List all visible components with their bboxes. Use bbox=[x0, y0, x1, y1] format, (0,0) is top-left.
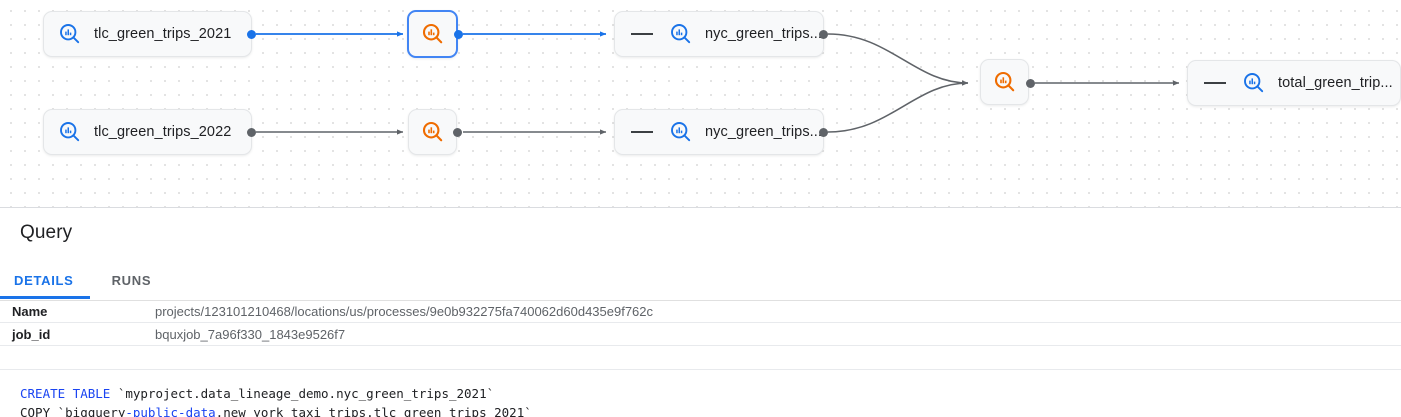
collapse-dash-icon bbox=[631, 131, 653, 133]
graph-node-tlc-green-trips-2022[interactable]: tlc_green_trips_2022 bbox=[43, 109, 252, 155]
graph-node-process-1[interactable] bbox=[407, 10, 458, 58]
graph-node-nyc-green-trips-1[interactable]: nyc_green_trips... bbox=[614, 11, 824, 57]
graph-node-label: tlc_green_trips_2021 bbox=[94, 26, 232, 42]
port-tlc-green-trips-2021-out[interactable] bbox=[247, 30, 256, 39]
collapse-dash-icon bbox=[1204, 82, 1226, 84]
sql-line2-highlight: -public-data bbox=[125, 405, 216, 417]
port-process-3-out[interactable] bbox=[1026, 79, 1035, 88]
tab-details[interactable]: DETAILS bbox=[0, 262, 90, 299]
property-row-name: Name projects/123101210468/locations/us/… bbox=[0, 300, 1401, 323]
bigquery-table-icon bbox=[669, 120, 693, 144]
bigquery-process-icon bbox=[421, 22, 445, 46]
edge-nyc2-to-proc3 bbox=[827, 80, 969, 133]
property-key: Name bbox=[12, 303, 48, 319]
tab-runs[interactable]: RUNS bbox=[111, 273, 152, 288]
bigquery-process-icon bbox=[421, 120, 445, 144]
graph-node-label: nyc_green_trips... bbox=[705, 26, 823, 42]
sql-line1-rest: `myproject.data_lineage_demo.nyc_green_t… bbox=[110, 386, 495, 401]
sql-keyword-create-table: CREATE TABLE bbox=[20, 386, 111, 401]
details-panel: Query DETAILS RUNS Name projects/1231012… bbox=[0, 208, 1401, 417]
graph-node-tlc-green-trips-2021[interactable]: tlc_green_trips_2021 bbox=[43, 11, 252, 57]
sql-code-block[interactable]: CREATE TABLE `myproject.data_lineage_dem… bbox=[0, 376, 1401, 417]
graph-node-label: total_green_trip... bbox=[1278, 75, 1393, 91]
property-value: bquxjob_7a96f330_1843e9526f7 bbox=[155, 326, 346, 342]
bigquery-process-icon bbox=[993, 70, 1017, 94]
panel-tabs: DETAILS RUNS bbox=[0, 262, 1401, 301]
lineage-graph-canvas[interactable]: tlc_green_trips_2021 tlc_green_trips_202… bbox=[0, 0, 1401, 208]
property-list: Name projects/123101210468/locations/us/… bbox=[0, 300, 1401, 370]
panel-title: Query bbox=[20, 222, 73, 243]
bigquery-table-icon bbox=[1242, 71, 1266, 95]
sql-line2-rest: .new_york_taxi_trips.tlc_green_trips_202… bbox=[215, 405, 532, 417]
port-tlc-green-trips-2022-out[interactable] bbox=[247, 128, 256, 137]
bigquery-table-icon bbox=[58, 120, 82, 144]
property-key: job_id bbox=[12, 326, 51, 342]
property-value: projects/123101210468/locations/us/proce… bbox=[155, 303, 654, 319]
graph-node-process-2[interactable] bbox=[408, 109, 457, 155]
port-nyc-green-trips-1-out[interactable] bbox=[819, 30, 828, 39]
port-process-1-out[interactable] bbox=[454, 30, 463, 39]
graph-panel-divider bbox=[0, 207, 1401, 208]
edge-nyc1-to-proc3 bbox=[827, 33, 969, 86]
property-row-job-id: job_id bquxjob_7a96f330_1843e9526f7 bbox=[0, 323, 1401, 346]
graph-node-process-3[interactable] bbox=[980, 59, 1029, 105]
port-process-2-out[interactable] bbox=[453, 128, 462, 137]
bigquery-table-icon bbox=[58, 22, 82, 46]
graph-node-label: nyc_green_trips... bbox=[705, 124, 823, 140]
port-nyc-green-trips-2-out[interactable] bbox=[819, 128, 828, 137]
collapse-dash-icon bbox=[631, 33, 653, 35]
bigquery-table-icon bbox=[669, 22, 693, 46]
graph-node-label: tlc_green_trips_2022 bbox=[94, 124, 232, 140]
graph-node-nyc-green-trips-2[interactable]: nyc_green_trips... bbox=[614, 109, 824, 155]
sql-line2-prefix: COPY `bigquery bbox=[20, 405, 126, 417]
graph-node-total-green-trips[interactable]: total_green_trip... bbox=[1187, 60, 1401, 106]
property-row-empty bbox=[0, 346, 1401, 370]
